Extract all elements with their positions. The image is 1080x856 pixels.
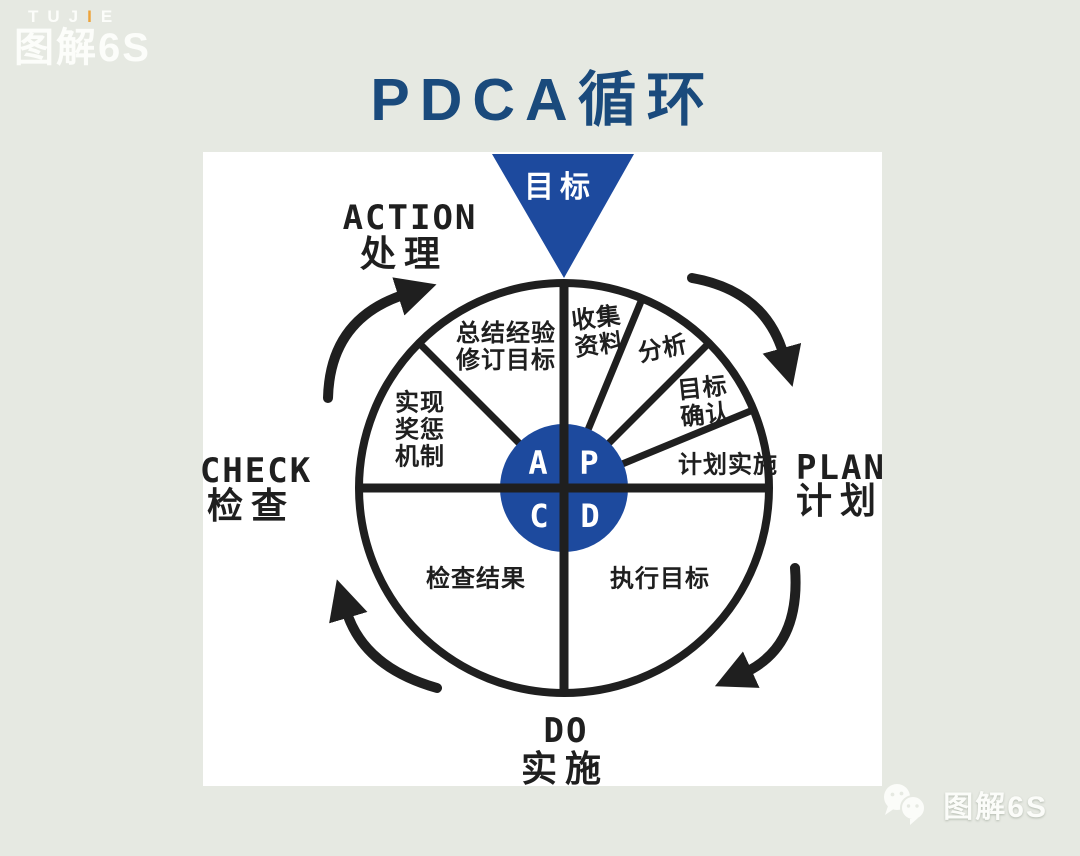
center-letter-a: A [528, 444, 548, 482]
brand-logo-small-post: E [100, 7, 122, 26]
arrow-bottom-right [714, 563, 801, 688]
arrow-top-right [687, 273, 802, 387]
segment-execute: 执行目标 [610, 565, 710, 593]
segment-check-result: 检查结果 [426, 565, 526, 593]
outer-circle [355, 279, 773, 697]
segment-summarize-line2: 修订目标 [456, 347, 556, 374]
center-letter-d: D [580, 497, 600, 535]
segment-implement: 计划实施 [678, 451, 778, 479]
phase-plan-en: PLAN [796, 448, 886, 488]
segment-reward-line1: 实现 [395, 389, 445, 417]
arrow-top-left [323, 277, 437, 403]
arrow-bottom-left [329, 579, 442, 693]
segment-reward-line2: 奖惩 [395, 416, 445, 444]
brand-logo-small: TUJIE [28, 8, 151, 25]
brand-logo: TUJIE 图解6S [14, 8, 151, 68]
phase-check-en: CHECK [199, 451, 313, 491]
phase-action-en: ACTION [342, 198, 478, 238]
center-letter-p: P [579, 444, 599, 482]
center-letter-c: C [529, 497, 549, 535]
watermark-label: 图解6S [943, 791, 1048, 824]
page-title: PDCA循环 [370, 67, 716, 133]
brand-logo-small-pre: TUJ [28, 7, 88, 26]
segment-collect: 收集 资料 [570, 302, 626, 362]
phase-check-zh: 检查 [206, 485, 296, 526]
segment-confirm: 目标 确认 [676, 373, 731, 432]
segment-summarize-line1: 总结经验 [456, 320, 556, 347]
watermark: 图解6S [879, 782, 1048, 826]
wechat-icon [884, 784, 927, 825]
brand-logo-small-accent: I [87, 7, 101, 26]
goal-label: 目标 [524, 171, 596, 204]
segment-confirm-line2: 确认 [679, 399, 732, 432]
goal-triangle [492, 154, 634, 278]
phase-plan-zh: 计划 [795, 480, 885, 521]
segment-reward-line3: 机制 [395, 443, 445, 471]
brand-logo-large: 图解6S [14, 26, 151, 70]
phase-do-zh: 实施 [520, 748, 610, 789]
phase-do-en: DO [543, 711, 589, 751]
phase-action-zh: 处理 [359, 233, 449, 274]
segment-reward: 实现 奖惩 机制 [395, 390, 445, 471]
segment-summarize: 总结经验 修订目标 [456, 320, 556, 374]
